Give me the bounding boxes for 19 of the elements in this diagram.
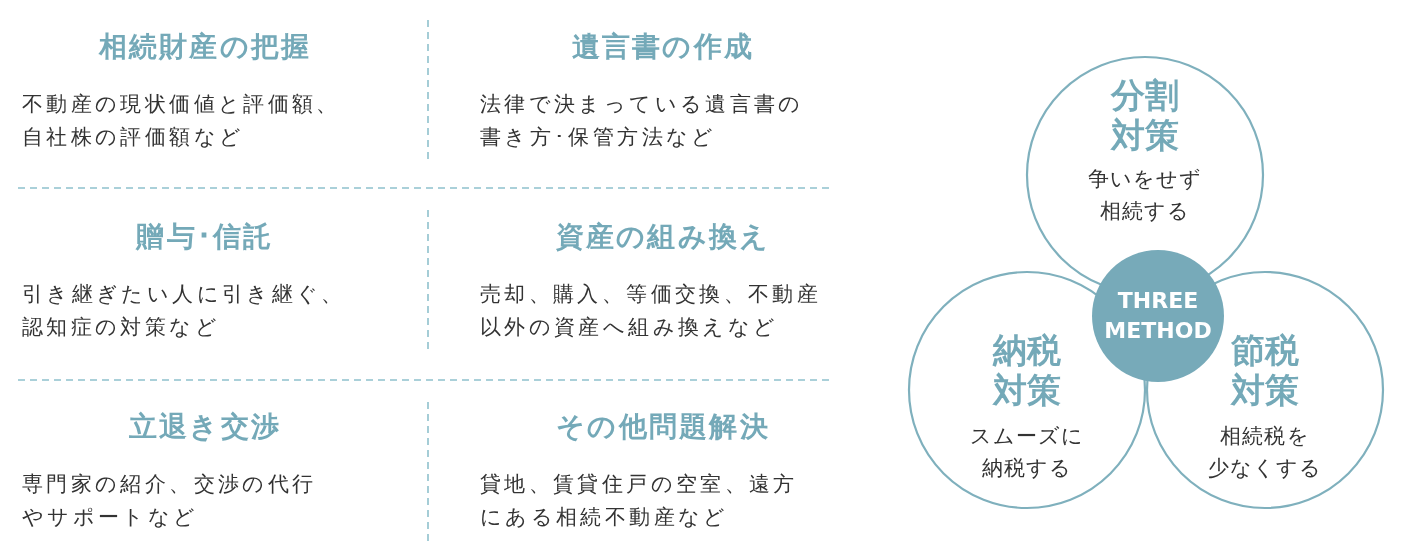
circle-text: 相続税を少なくする bbox=[1207, 423, 1323, 482]
description-text: 法律で決まっている遺言書の書き方･保管方法など bbox=[480, 91, 804, 151]
circle-heading: 節税対策 bbox=[1231, 330, 1299, 410]
section-heading: 相続財産の把握 bbox=[98, 29, 312, 65]
center-label: THREE METHOD bbox=[1103, 287, 1213, 345]
description-text: 不動産の現状価値と評価額、自社株の評価額など bbox=[22, 91, 341, 151]
circle-text: 争いをせず相続する bbox=[1087, 166, 1203, 225]
description-text: 専門家の紹介、交渉の代行やサポートなど bbox=[22, 471, 317, 531]
section-heading: 資産の組み換え bbox=[555, 219, 771, 255]
section-heading: 贈与･信託 bbox=[136, 219, 274, 255]
section-heading: その他問題解決 bbox=[556, 409, 770, 445]
description-text: 引き継ぎたい人に引き継ぐ、認知症の対策など bbox=[22, 281, 346, 341]
circle-heading: 納税対策 bbox=[993, 330, 1061, 410]
circle-text: スムーズに納税する bbox=[969, 423, 1085, 482]
description-text: 売却、購入、等価交換、不動産以外の資産へ組み換えなど bbox=[480, 281, 822, 341]
section-heading: 立退き交渉 bbox=[128, 409, 282, 445]
section-heading: 遺言書の作成 bbox=[571, 29, 755, 65]
circle-heading: 分割対策 bbox=[1111, 75, 1179, 155]
description-text: 貸地、賃貸住戸の空室、遠方にある相続不動産など bbox=[480, 471, 798, 531]
